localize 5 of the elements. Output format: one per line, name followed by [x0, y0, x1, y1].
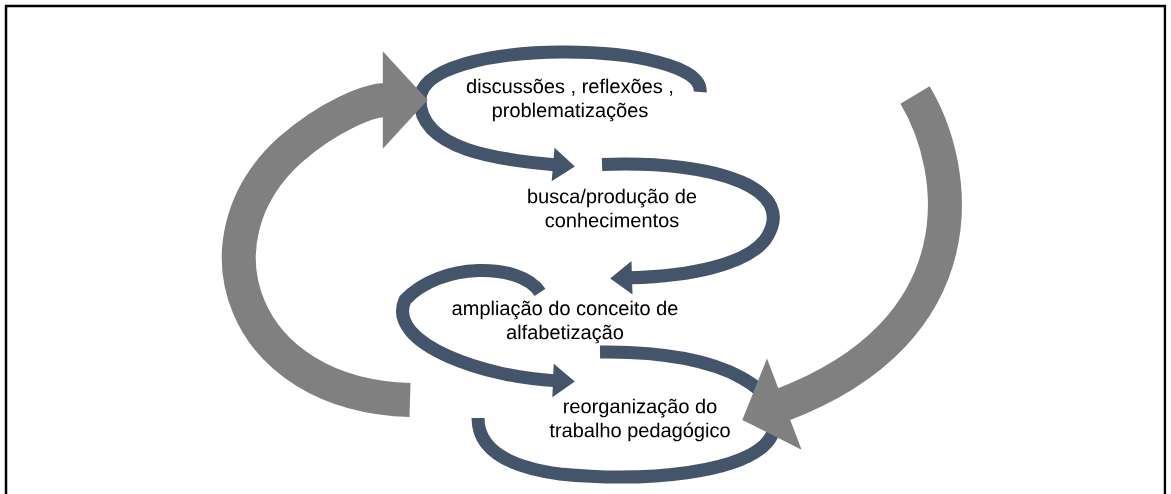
step-text: reorganização do trabalho pedagógico	[549, 398, 730, 442]
step-text: discussões , reflexões , problematizações	[466, 78, 673, 122]
step-text: ampliação do conceito de alfabetização	[452, 300, 678, 344]
step-text: busca/produção de conhecimentos	[528, 188, 697, 228]
arrow	[601, 157, 780, 295]
